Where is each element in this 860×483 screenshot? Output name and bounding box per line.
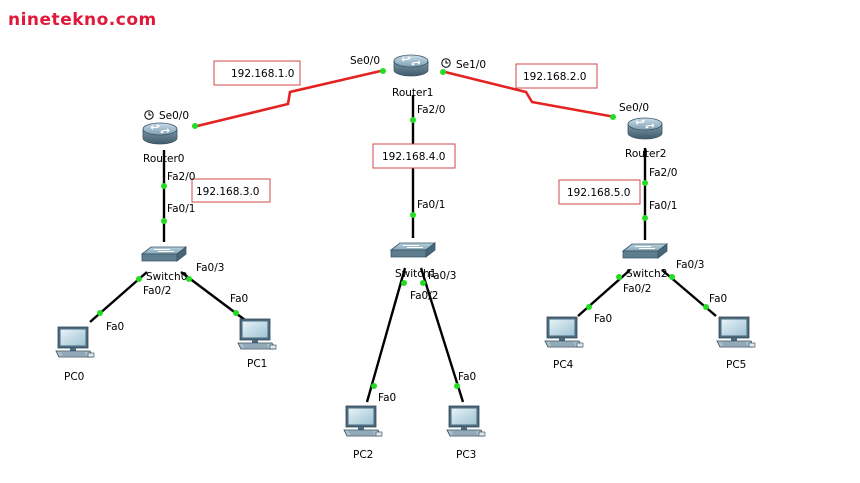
port-label: Se0/0 xyxy=(619,102,649,114)
network-box-4 xyxy=(372,143,456,169)
router1-label: Router1 xyxy=(392,87,433,99)
network-box-1 xyxy=(213,60,301,86)
port-label: Fa0/3 xyxy=(196,262,224,274)
port-label: Se0/0 xyxy=(159,110,189,122)
port-label: Fa0 xyxy=(458,371,476,383)
network-box-3 xyxy=(191,178,271,203)
router0[interactable] xyxy=(142,122,178,145)
switch1-label: Switch1 xyxy=(395,268,436,280)
port-labels: Se0/0 Se1/0 Fa2/0 Se0/0 Fa2/0 Se0/0 Fa2/… xyxy=(106,55,727,404)
network-label-4: 192.168.4.0 xyxy=(382,151,445,163)
pc2-label: PC2 xyxy=(353,449,373,461)
port-label: Fa0/3 xyxy=(428,270,456,282)
pc5-label: PC5 xyxy=(726,359,746,371)
port-indicators xyxy=(97,68,709,389)
switch1[interactable] xyxy=(390,242,436,258)
port-label: Fa2/0 xyxy=(167,171,195,183)
switch0[interactable] xyxy=(141,246,187,262)
pc2[interactable] xyxy=(343,405,383,437)
port-label: Fa0/2 xyxy=(623,283,651,295)
switch2-label: Switch2 xyxy=(626,268,667,280)
pc1[interactable] xyxy=(237,318,277,350)
port-label: Fa0/1 xyxy=(417,199,445,211)
router2-label: Router2 xyxy=(625,148,666,160)
network-label-1: 192.168.1.0 xyxy=(231,68,294,80)
port-label: Fa0 xyxy=(594,313,612,325)
pc1-label: PC1 xyxy=(247,358,267,370)
network-box-2 xyxy=(515,63,598,89)
network-labels: 192.168.1.0 192.168.2.0 192.168.3.0 192.… xyxy=(191,60,641,205)
watermark-logo: ninetekno.com xyxy=(8,10,157,30)
network-label-2: 192.168.2.0 xyxy=(523,71,586,83)
pc3[interactable] xyxy=(446,405,486,437)
router2[interactable] xyxy=(627,117,663,140)
switch2[interactable] xyxy=(622,243,668,259)
switch0-label: Switch0 xyxy=(146,271,187,283)
link-switch1-pc3[interactable] xyxy=(419,267,465,403)
port-label: Fa0 xyxy=(106,321,124,333)
serial-link-router1-router2[interactable] xyxy=(440,69,616,119)
port-label: Fa0/2 xyxy=(143,285,171,297)
port-label: Fa0/3 xyxy=(676,259,704,271)
network-box-5 xyxy=(558,179,641,205)
pc0[interactable] xyxy=(55,326,95,358)
port-label: Se0/0 xyxy=(350,55,380,67)
pc0-label: PC0 xyxy=(64,371,84,383)
port-label: Fa2/0 xyxy=(417,104,445,116)
serial-links xyxy=(192,68,616,129)
pc4-label: PC4 xyxy=(553,359,574,371)
pc5[interactable] xyxy=(716,316,756,348)
router1[interactable] xyxy=(393,54,429,77)
pc4[interactable] xyxy=(544,316,584,348)
port-label: Se1/0 xyxy=(456,59,486,71)
router0-label: Router0 xyxy=(143,153,184,165)
port-label: Fa0/2 xyxy=(410,290,438,302)
port-label: Fa2/0 xyxy=(649,167,677,179)
port-label: Fa0/1 xyxy=(649,200,677,212)
clock-icon xyxy=(441,58,451,68)
network-label-3: 192.168.3.0 xyxy=(196,186,259,198)
pc3-label: PC3 xyxy=(456,449,476,461)
port-label: Fa0 xyxy=(230,293,248,305)
port-label: Fa0/1 xyxy=(167,203,195,215)
link-switch1-pc2[interactable] xyxy=(365,267,407,403)
network-label-5: 192.168.5.0 xyxy=(567,187,630,199)
clock-icon xyxy=(144,110,154,120)
serial-link-router0-router1[interactable] xyxy=(192,68,386,129)
port-label: Fa0 xyxy=(709,293,727,305)
port-label: Fa0 xyxy=(378,392,396,404)
